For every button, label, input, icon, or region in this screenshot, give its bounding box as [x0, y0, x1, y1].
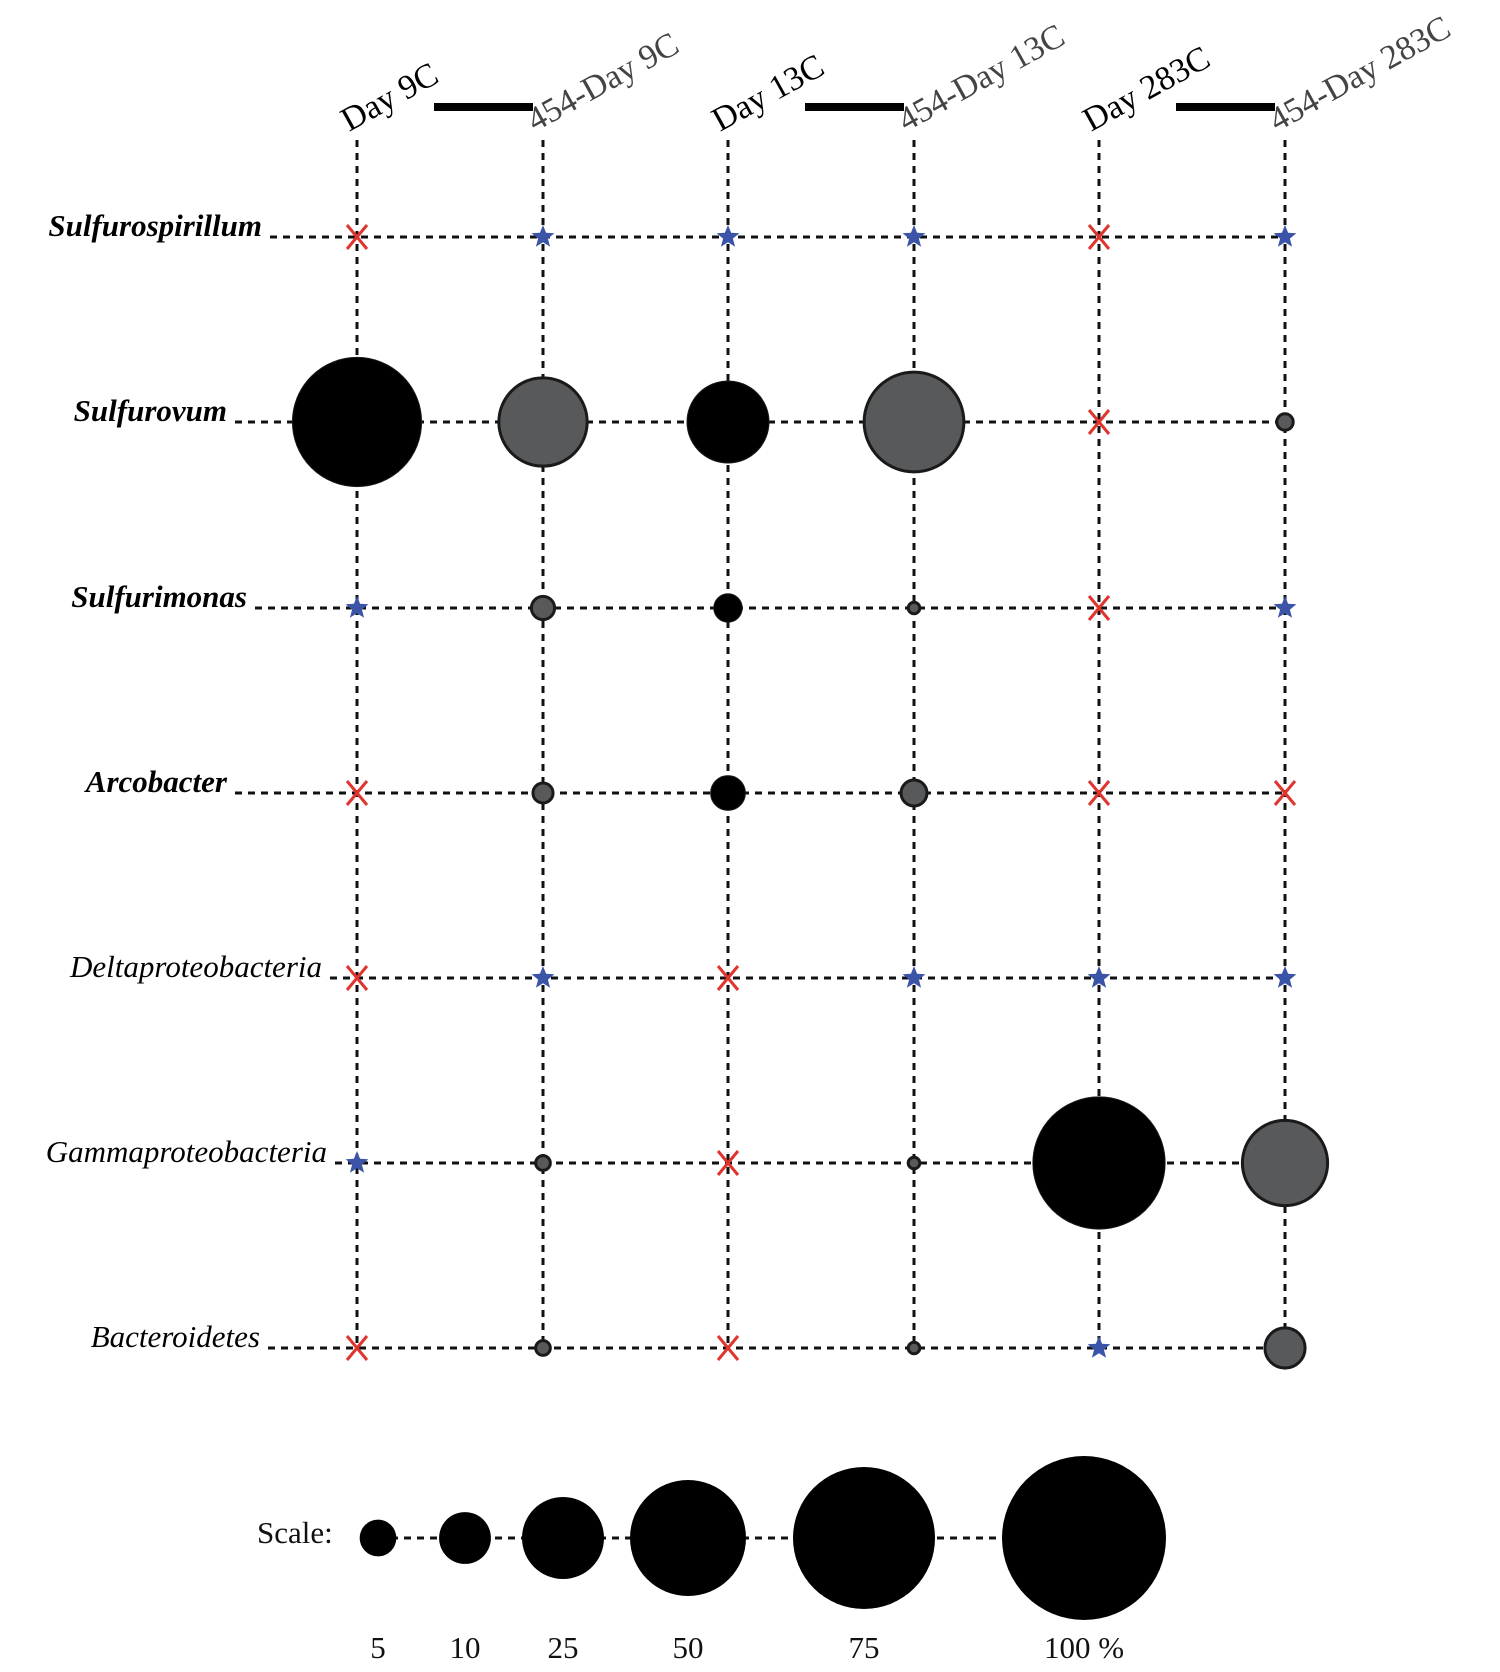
scale-label: Scale:: [257, 1515, 333, 1550]
x-mark: [1087, 409, 1111, 435]
bubble-mark: [531, 781, 555, 805]
row-labels: SulfurospirillumSulfurovumSulfurimonasAr…: [46, 208, 327, 1354]
row-label: Sulfurovum: [74, 393, 227, 428]
x-mark: [1087, 780, 1111, 806]
star-mark: [902, 966, 926, 988]
bubble-mark: [862, 370, 966, 474]
bubble-mark: [534, 1154, 552, 1172]
x-mark: [716, 1150, 740, 1176]
bubble-mark: [534, 1339, 552, 1357]
column-label: Day 9C: [335, 56, 445, 139]
star-mark: [716, 225, 740, 247]
row-label: Arcobacter: [84, 764, 228, 799]
bubble-mark: [899, 778, 929, 808]
column-label: Day 283C: [1077, 39, 1216, 139]
star-mark: [531, 966, 555, 988]
x-mark: [716, 965, 740, 991]
scale-tick-label: 5: [370, 1630, 386, 1665]
bubble-mark: [686, 380, 770, 464]
scale-tick-label: 100 %: [1044, 1630, 1124, 1665]
scale-bubble: [1002, 1456, 1166, 1620]
column-label: 454-Day 283C: [1263, 9, 1457, 139]
x-mark: [345, 780, 369, 806]
scale-bubble: [792, 1466, 936, 1610]
data-marks: [291, 224, 1330, 1370]
scale-tick-label: 75: [849, 1630, 880, 1665]
bubble-mark: [906, 600, 922, 616]
scale-legend: 5 10 25 50 75 100 % Scale:: [257, 1456, 1166, 1665]
x-mark: [345, 965, 369, 991]
x-mark: [1087, 224, 1111, 250]
x-mark: [716, 1335, 740, 1361]
column-label: 454-Day 13C: [892, 17, 1071, 139]
row-label: Bacteroidetes: [91, 1319, 260, 1354]
column-label: 454-Day 9C: [521, 26, 685, 139]
bubble-mark: [1275, 412, 1295, 432]
scale-tick-label: 25: [548, 1630, 579, 1665]
scale-tick-label: 10: [450, 1630, 481, 1665]
scale-tick-label: 50: [673, 1630, 704, 1665]
scale-bubble: [522, 1497, 604, 1579]
bubble-mark: [497, 376, 589, 468]
star-mark: [1273, 225, 1297, 247]
bubble-mark: [906, 1155, 922, 1171]
row-label: Sulfurimonas: [71, 579, 247, 614]
scale-bubble: [359, 1519, 397, 1557]
bubble-mark: [906, 1340, 922, 1356]
star-mark: [1273, 596, 1297, 618]
row-label: Deltaproteobacteria: [69, 949, 322, 984]
star-mark: [1087, 1336, 1111, 1358]
column-label: Day 13C: [706, 48, 830, 139]
bubble-mark: [291, 356, 423, 488]
star-mark: [1273, 966, 1297, 988]
bubble-mark: [1240, 1118, 1330, 1208]
bubble-mark: [1263, 1326, 1307, 1370]
bubble-mark: [1032, 1096, 1166, 1230]
bubble-mark: [529, 594, 557, 622]
x-mark: [345, 224, 369, 250]
scale-bubble: [630, 1480, 746, 1596]
star-mark: [345, 596, 369, 618]
row-label: Gammaproteobacteria: [46, 1134, 327, 1169]
star-mark: [531, 225, 555, 247]
row-label: Sulfurospirillum: [48, 208, 262, 243]
grid-lines: [235, 140, 1287, 1350]
bubble-mark: [713, 593, 743, 623]
star-mark: [902, 225, 926, 247]
x-mark: [1087, 595, 1111, 621]
star-mark: [345, 1151, 369, 1173]
x-mark: [345, 1335, 369, 1361]
bubble-mark: [710, 775, 746, 811]
star-mark: [1087, 966, 1111, 988]
scale-bubble: [439, 1512, 491, 1564]
x-mark: [1273, 780, 1297, 806]
